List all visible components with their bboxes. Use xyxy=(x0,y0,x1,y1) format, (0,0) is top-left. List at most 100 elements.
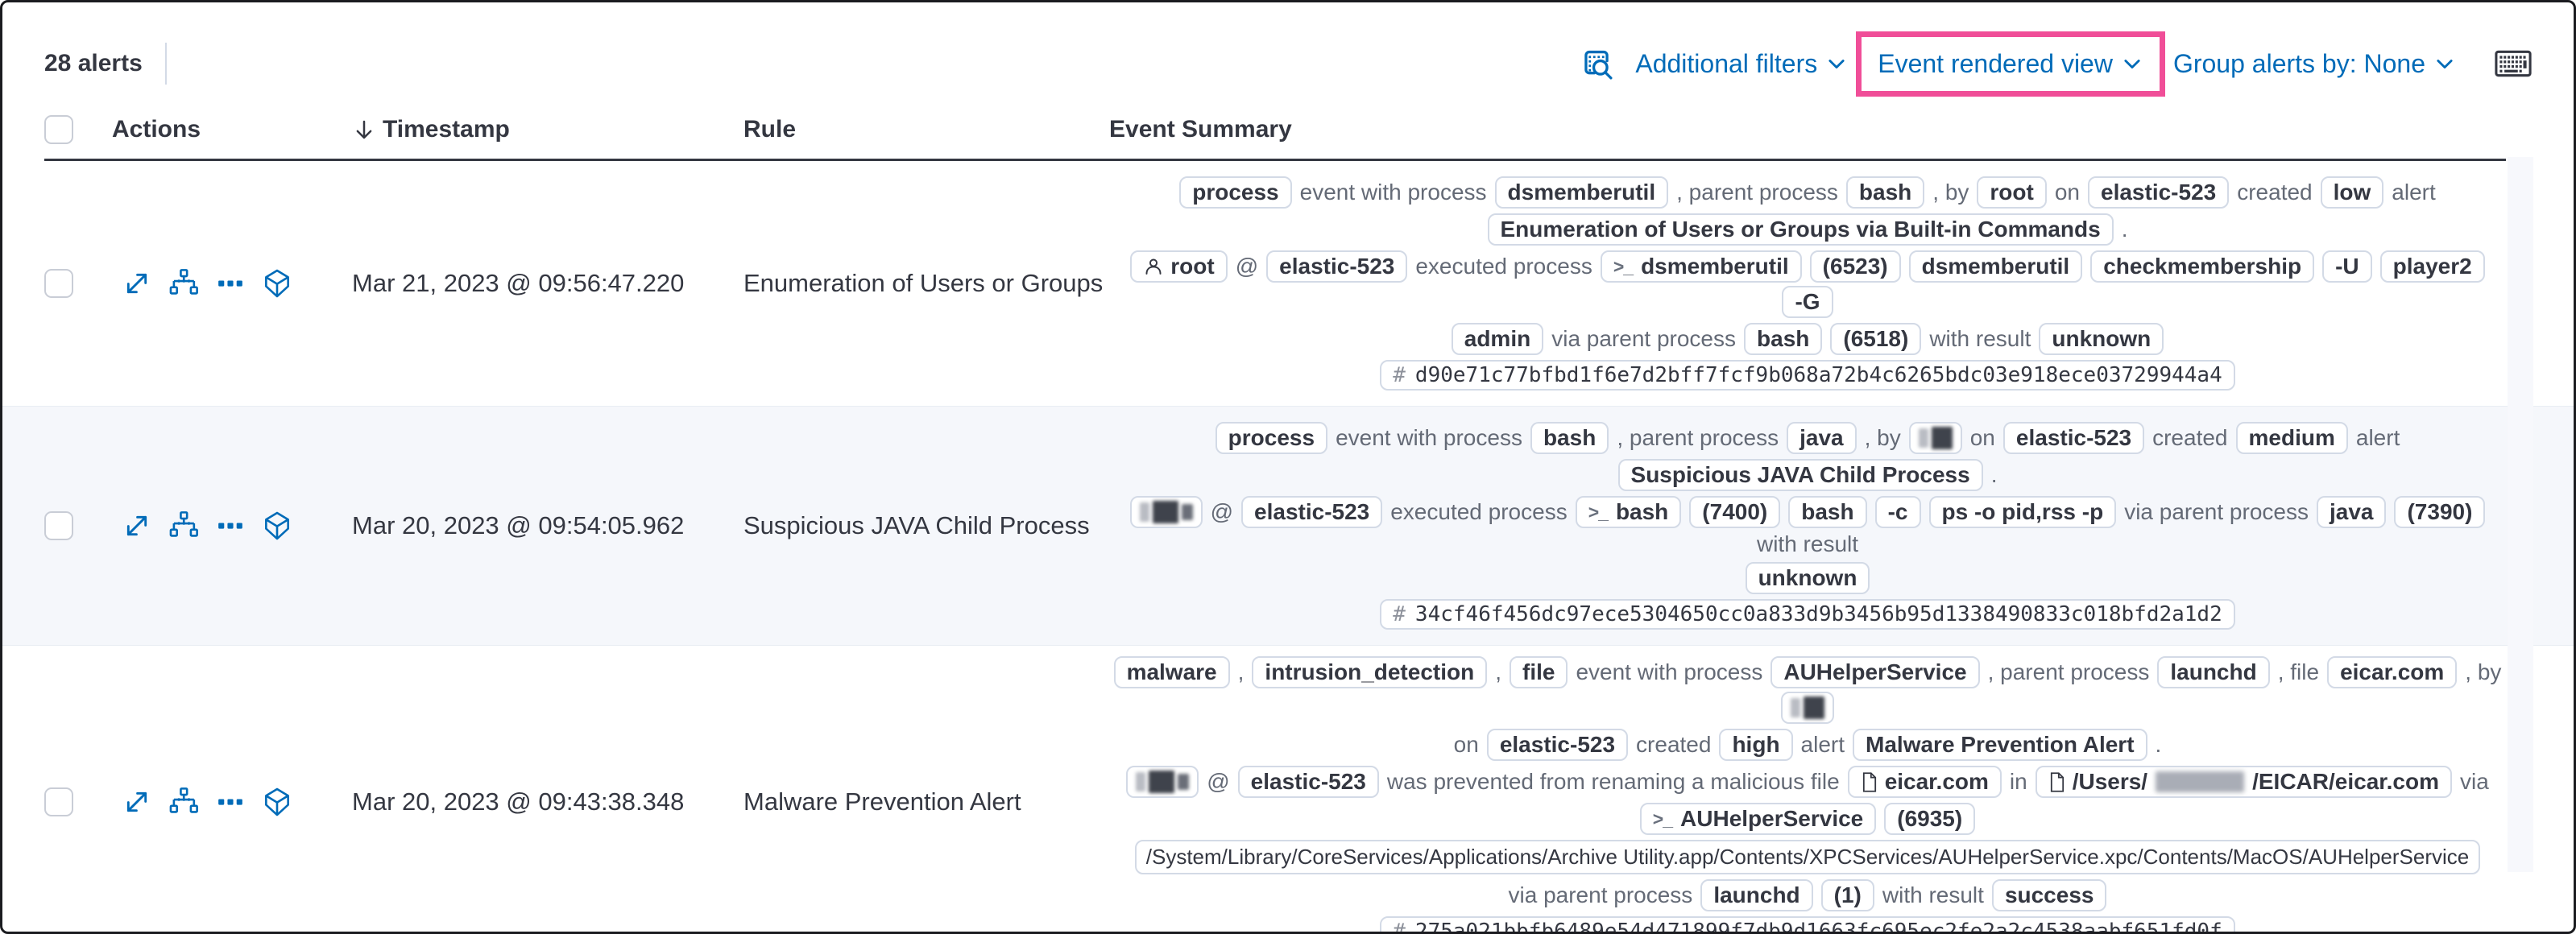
expand-alert-button[interactable] xyxy=(122,268,152,299)
inspect-icon[interactable] xyxy=(1579,46,1614,81)
view-selector-label: Event rendered view xyxy=(1878,48,2113,78)
field-value-badge[interactable]: elastic-523 xyxy=(1486,729,1629,761)
field-value-badge[interactable]: bash xyxy=(1845,176,1925,209)
alert-rule[interactable]: Suspicious JAVA Child Process xyxy=(743,511,1090,539)
field-value-badge[interactable]: checkmembership xyxy=(2090,250,2315,283)
column-header-timestamp[interactable]: Timestamp xyxy=(352,116,743,143)
field-value-badge[interactable]: (1) xyxy=(1820,879,1874,911)
summary-text: , file xyxy=(2277,659,2320,684)
analyzer-icon[interactable] xyxy=(168,268,199,299)
field-value-badge[interactable]: (6518) xyxy=(1830,323,1922,355)
analyzer-icon[interactable] xyxy=(168,510,199,541)
field-value-badge[interactable]: eicar.com xyxy=(2327,656,2458,688)
field-value-badge[interactable]: medium xyxy=(2235,422,2348,454)
field-value-badge[interactable]: elastic-523 xyxy=(2088,176,2230,209)
more-actions-icon[interactable] xyxy=(215,787,246,817)
field-value-badge[interactable]: (7390) xyxy=(2394,496,2486,528)
more-actions-icon[interactable] xyxy=(215,268,246,299)
field-value-badge[interactable]: process xyxy=(1179,176,1292,209)
hash-badge[interactable]: #d90e71c77bfbd1f6e7d2bff7fcf9b068a72b4c6… xyxy=(1380,360,2235,391)
field-value-badge[interactable]: elastic-523 xyxy=(1237,766,1379,798)
expand-alert-button[interactable] xyxy=(122,787,152,817)
field-value-badge[interactable]: elastic-523 xyxy=(1241,496,1383,528)
redacted-badge[interactable] xyxy=(1908,422,1962,454)
timeline-icon[interactable] xyxy=(262,510,292,541)
alert-rule[interactable]: Enumeration of Users or Groups via Bui xyxy=(743,269,1109,297)
more-actions-icon[interactable] xyxy=(215,510,246,541)
timeline-icon[interactable] xyxy=(262,268,292,299)
file-badge[interactable]: eicar.com xyxy=(1847,766,2002,798)
field-value-badge[interactable]: -U xyxy=(2322,250,2372,283)
field-value-badge[interactable]: unknown xyxy=(2039,323,2164,355)
summary-text: event with process xyxy=(1299,180,1487,205)
scrollbar-track[interactable] xyxy=(2508,157,2533,872)
field-value-badge[interactable]: -G xyxy=(1782,286,1833,318)
view-selector-button[interactable]: Event rendered view xyxy=(1878,49,2143,79)
select-all-checkbox[interactable] xyxy=(44,115,73,144)
field-value-badge[interactable]: ps -o pid,rss -p xyxy=(1928,496,2117,528)
field-value-badge[interactable]: AUHelperService xyxy=(1770,656,1980,688)
summary-text: , by xyxy=(1932,180,1969,205)
process-badge[interactable]: >_bash xyxy=(1575,496,1682,528)
hash-badge[interactable]: #34cf46f456dc97ece5304650cc0a833d9b3456b… xyxy=(1380,599,2235,630)
expand-alert-button[interactable] xyxy=(122,510,152,541)
field-value-badge[interactable]: high xyxy=(1719,729,1793,761)
analyzer-icon[interactable] xyxy=(168,787,199,817)
field-value-badge[interactable]: elastic-523 xyxy=(1266,250,1408,283)
field-value-badge[interactable]: malware xyxy=(1113,656,1230,688)
row-checkbox[interactable] xyxy=(44,511,73,540)
group-alerts-by-button[interactable]: Group alerts by: None xyxy=(2173,49,2456,79)
field-value-badge[interactable]: launchd xyxy=(2157,656,2270,688)
timeline-icon[interactable] xyxy=(262,787,292,817)
field-value-badge[interactable]: dsmemberutil xyxy=(1908,250,2083,283)
summary-text: with result xyxy=(1882,882,1984,907)
field-value-badge[interactable]: player2 xyxy=(2379,250,2485,283)
redacted-badge[interactable] xyxy=(1126,766,1199,798)
field-value-badge[interactable]: bash xyxy=(1788,496,1867,528)
additional-filters-button[interactable]: Additional filters xyxy=(1635,49,1848,79)
file-path-badge[interactable]: /Users//EICAR/eicar.com xyxy=(2035,766,2452,798)
alerts-toolbar: 28 alerts Additional filters Event rend xyxy=(2,2,2574,104)
field-value-badge[interactable]: launchd xyxy=(1700,879,1813,911)
hash-badge[interactable]: #275a021bbfb6489e54d471899f7db9d1663fc69… xyxy=(1380,916,2235,932)
field-value-badge[interactable]: admin xyxy=(1451,323,1544,355)
field-value-badge[interactable]: elastic-523 xyxy=(2002,422,2145,454)
redacted-badge[interactable] xyxy=(1781,692,1834,724)
field-value-badge[interactable]: intrusion_detection xyxy=(1252,656,1488,688)
field-value-badge[interactable]: bash xyxy=(1530,422,1609,454)
user-badge[interactable]: root xyxy=(1130,250,1228,283)
table-header-row: Actions Timestamp Rule Event Summary xyxy=(44,115,2506,161)
keyboard-icon[interactable] xyxy=(2495,50,2532,77)
field-value-badge[interactable]: low xyxy=(2320,176,2384,209)
field-value-badge[interactable]: Enumeration of Users or Groups via Built… xyxy=(1487,213,2114,246)
row-checkbox[interactable] xyxy=(44,787,73,816)
user-icon xyxy=(1145,258,1162,275)
field-value-badge[interactable]: Suspicious JAVA Child Process xyxy=(1617,459,1983,491)
summary-line: Enumeration of Users or Groups via Built… xyxy=(1109,213,2506,246)
field-value-badge[interactable]: bash xyxy=(1744,323,1823,355)
field-value-badge[interactable]: java xyxy=(2316,496,2387,528)
field-value-badge[interactable]: root xyxy=(1977,176,2047,209)
field-value-badge[interactable]: process xyxy=(1215,422,1328,454)
field-value-badge[interactable]: unknown xyxy=(1745,562,1870,594)
field-value-badge[interactable]: Malware Prevention Alert xyxy=(1853,729,2147,761)
field-value-badge[interactable]: dsmemberutil xyxy=(1494,176,1669,209)
field-value-badge[interactable]: (7400) xyxy=(1689,496,1781,528)
redacted-badge[interactable] xyxy=(1129,496,1203,528)
field-value-badge[interactable]: (6935) xyxy=(1884,803,1976,835)
summary-text: via parent process xyxy=(2124,499,2309,524)
field-value-badge[interactable]: java xyxy=(1787,422,1857,454)
alert-rule[interactable]: Malware Prevention Alert xyxy=(743,787,1021,816)
row-checkbox[interactable] xyxy=(44,269,73,298)
summary-line: unknown xyxy=(1109,562,2506,594)
field-value-badge[interactable]: -c xyxy=(1874,496,1921,528)
process-badge[interactable]: >_AUHelperService xyxy=(1639,803,1877,835)
field-value-badge[interactable]: /System/Library/CoreServices/Application… xyxy=(1134,840,2481,874)
summary-text: created xyxy=(2237,180,2313,205)
process-badge[interactable]: >_dsmemberutil xyxy=(1600,250,1802,283)
field-value-badge[interactable]: file xyxy=(1510,656,1568,688)
field-value-badge[interactable]: success xyxy=(1991,879,2107,911)
field-value-badge[interactable]: (6523) xyxy=(1809,250,1901,283)
